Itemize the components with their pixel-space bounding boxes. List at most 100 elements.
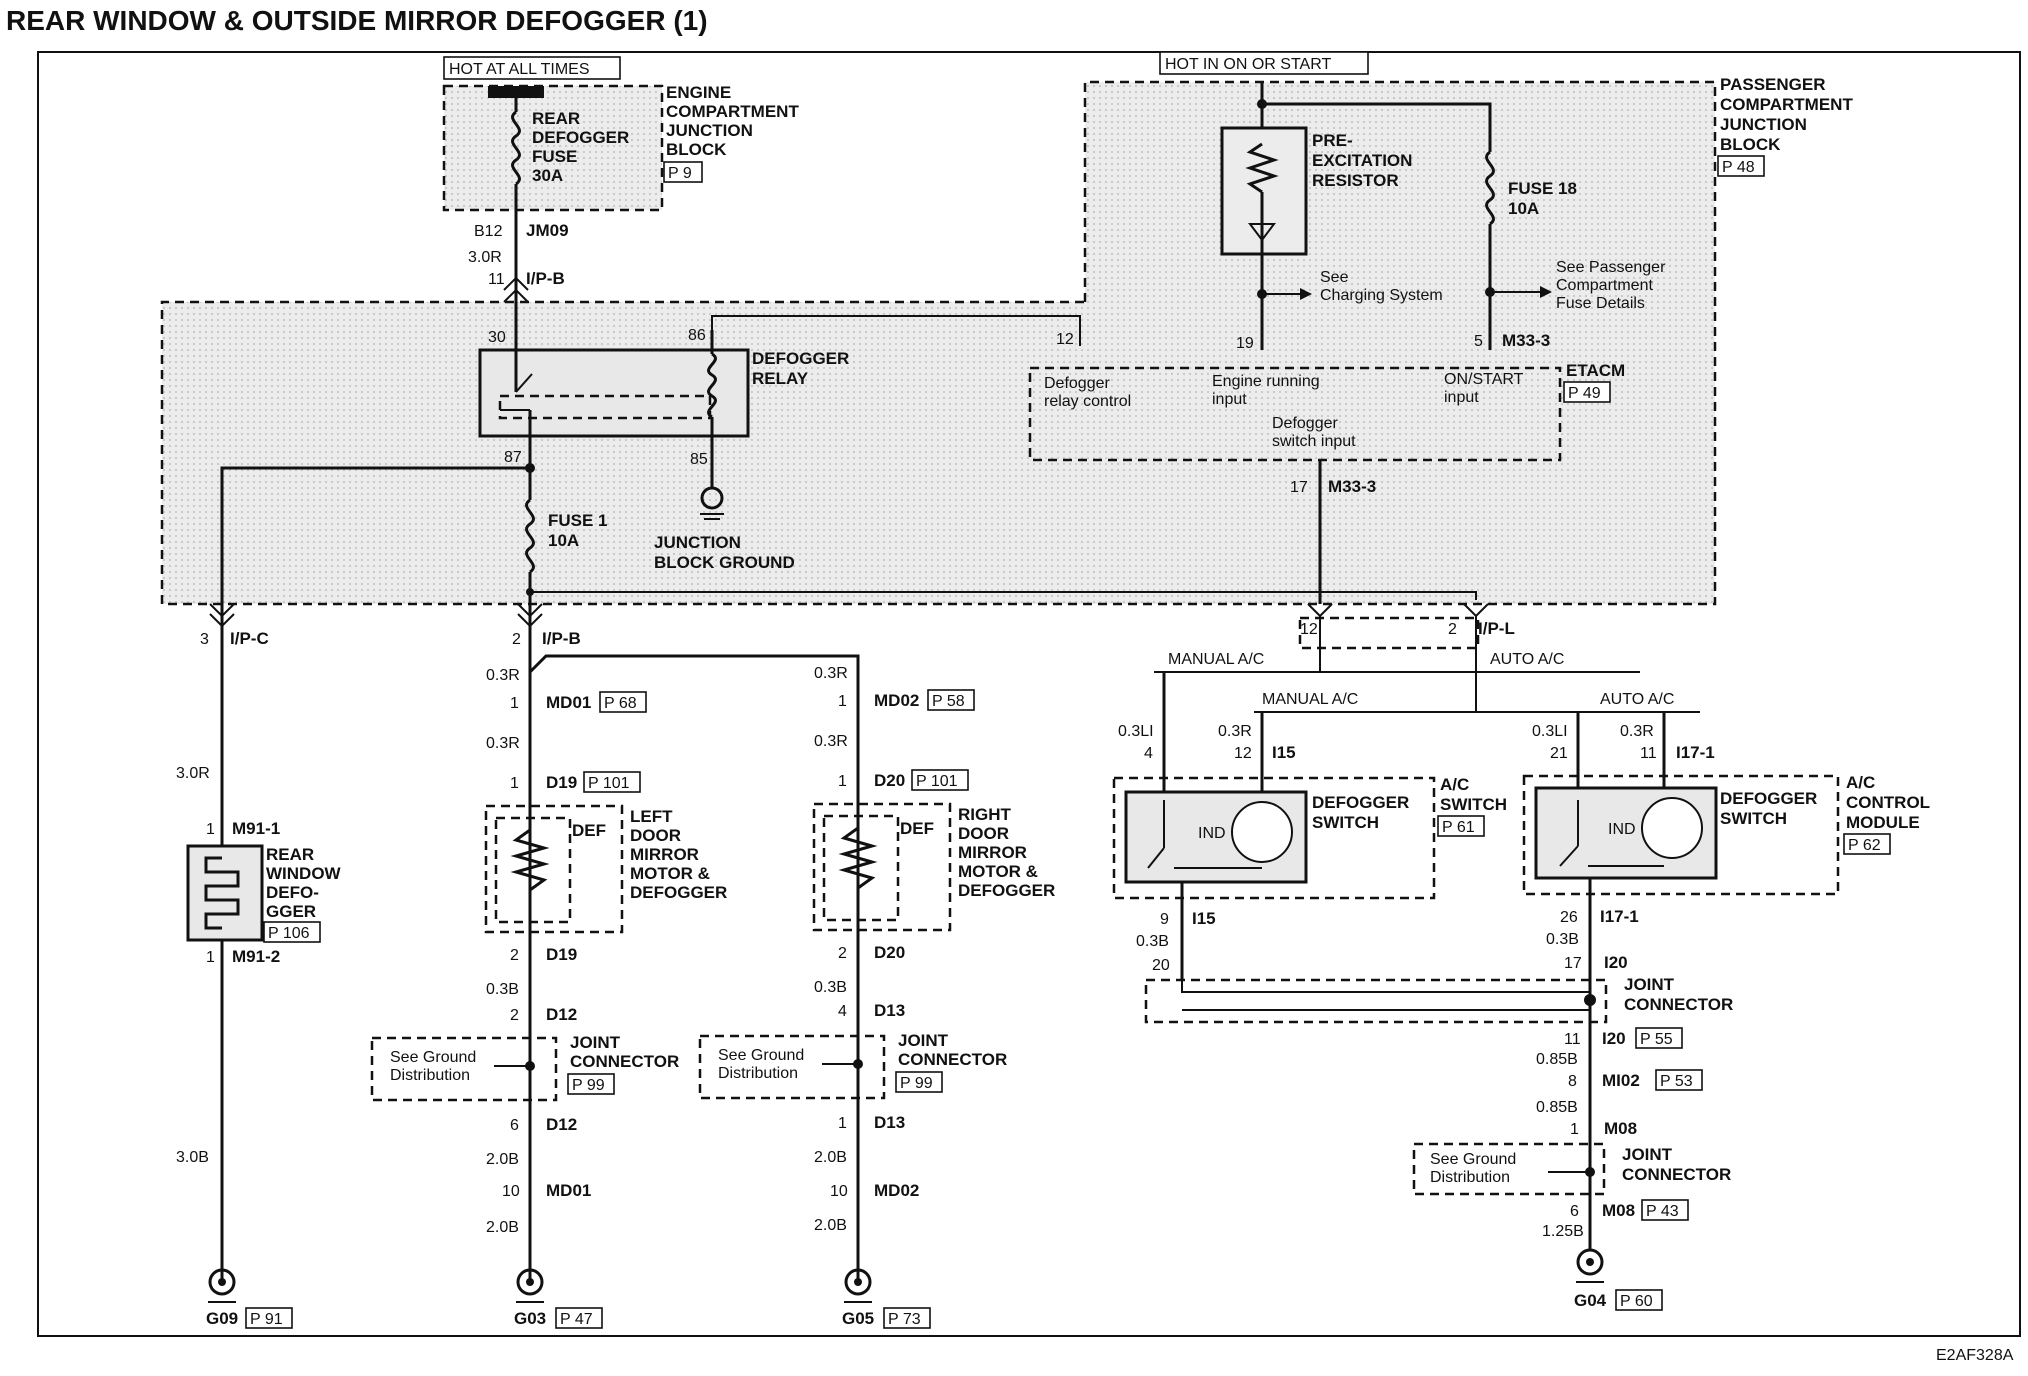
rear-defogger-fuse-label-1: REAR (532, 109, 580, 128)
acm-p11: 11 (1640, 745, 1657, 762)
ja-see-ground-1: See Ground (1430, 1151, 1516, 1168)
left-d-pin: 1 (510, 775, 519, 792)
etacm-input-3-l1: ON/START (1444, 371, 1524, 388)
see-charging-2: Charging System (1320, 287, 1443, 304)
fuse-1-label-1: FUSE 1 (548, 511, 608, 530)
right-w5: 2.0B (814, 1217, 847, 1234)
ja-mi02-page: P 53 (1660, 1073, 1693, 1090)
fuse-18-label-2: 10A (1508, 199, 1539, 218)
ground-g09-icon (208, 1268, 236, 1296)
rear-defogger-fuse-label-3: FUSE (532, 147, 577, 166)
hot-in-on-start-box (1159, 51, 1369, 75)
acs-p20: 20 (1152, 957, 1170, 974)
left-label-3: MIRROR (630, 845, 699, 864)
right-md-page: P 58 (932, 693, 965, 710)
manual-ac-1: MANUAL A/C (1168, 651, 1264, 668)
right-d2: D20 (874, 943, 905, 962)
right-d-page: P 101 (916, 773, 958, 790)
joint-ac-label-1: JOINT (1624, 975, 1675, 994)
acm-sw-1: DEFOGGER (1720, 789, 1817, 808)
fuse-1-icon (525, 498, 535, 574)
acs-p4: 4 (1144, 745, 1153, 762)
left-md: MD01 (546, 693, 591, 712)
ja-p11: 11 (1564, 1031, 1581, 1048)
ja-p8: 8 (1568, 1073, 1577, 1090)
left-jc-label-1: JOINT (570, 1033, 621, 1052)
fuse-18-icon (1485, 150, 1495, 226)
left-label-5: DEFOGGER (630, 883, 727, 902)
ja-w1: 0.85B (1536, 1051, 1578, 1068)
etacm-name: ETACM (1566, 361, 1625, 380)
rear-defogger-label-4: GGER (266, 902, 316, 921)
hot-at-all-times-box (443, 56, 621, 80)
ground-g05-icon (844, 1268, 872, 1296)
ipb-label: I/P-B (542, 629, 581, 648)
acm-conn: I17-1 (1676, 743, 1715, 762)
ground-g04-icon (1576, 1248, 1604, 1276)
page-title: REAR WINDOW & OUTSIDE MIRROR DEFOGGER (1… (6, 5, 708, 36)
rear-defogger-label-2: WINDOW (266, 864, 342, 883)
right-w1: 0.3R (814, 665, 848, 682)
acs-p9: 9 (1160, 911, 1169, 928)
acs-page: P 61 (1442, 819, 1475, 836)
ground-g03-icon (516, 1268, 544, 1296)
ja-w3: 1.25B (1542, 1223, 1584, 1240)
ipl-pin-12: 12 (1300, 621, 1318, 638)
ja-p6: 6 (1570, 1203, 1579, 1220)
relay-label-2: RELAY (752, 369, 809, 388)
rear-window-defogger-grid-icon (204, 856, 240, 930)
acs-sw-2: SWITCH (1312, 813, 1379, 832)
see-charging-1: See (1320, 269, 1349, 286)
right-w4: 2.0B (814, 1149, 847, 1166)
acm-sw-2: SWITCH (1720, 809, 1787, 828)
ac-switch-lamp-icon (1231, 801, 1293, 863)
see-passenger-2: Compartment (1556, 277, 1653, 294)
engine-block-label-2: COMPARTMENT (666, 102, 799, 121)
resistor-label-1: PRE- (1312, 131, 1353, 150)
left-w4: 2.0B (486, 1151, 519, 1168)
ground-g03-page: P 47 (560, 1311, 593, 1328)
etacm-pin-12: 12 (1056, 331, 1074, 348)
etacm-input-1-l2: relay control (1044, 393, 1131, 410)
left-md-page: P 68 (604, 695, 637, 712)
right-jc-label-1: JOINT (898, 1031, 949, 1050)
rear-wire-30b: 3.0B (176, 1149, 209, 1166)
relay-pin-85: 85 (690, 451, 708, 468)
etacm-input-4-l1: Defogger (1272, 415, 1338, 432)
diagram-frame (37, 51, 2021, 1337)
ground-g03-label: G03 (514, 1309, 546, 1328)
rear-defogger-fuse-icon (511, 110, 521, 186)
hot-in-on-start-label: HOT IN ON OR START (1165, 56, 1331, 73)
ja-w2: 0.85B (1536, 1099, 1578, 1116)
junction-block-ground-label-1: JUNCTION (654, 533, 741, 552)
acm-label-1: A/C (1846, 773, 1875, 792)
etacm-pin-19: 19 (1236, 335, 1254, 352)
etacm-input-3-l2: input (1444, 389, 1479, 406)
hot-at-all-times-label: HOT AT ALL TIMES (449, 61, 590, 78)
acm-label-3: MODULE (1846, 813, 1920, 832)
manual-ac-2: MANUAL A/C (1262, 691, 1358, 708)
junction-block-ground-label-2: BLOCK GROUND (654, 553, 795, 572)
left-p2: 2 (510, 947, 519, 964)
etacm-input-2-l2: input (1212, 391, 1247, 408)
left-w1: 0.3R (486, 667, 520, 684)
acs-w2: 0.3R (1218, 723, 1252, 740)
left-md2: MD01 (546, 1181, 591, 1200)
right-p10: 10 (830, 1183, 848, 1200)
right-jc-page: P 99 (900, 1075, 933, 1092)
ja-i20: I20 (1602, 1029, 1626, 1048)
defogger-relay-box (478, 348, 750, 438)
right-see-ground-1: See Ground (718, 1047, 804, 1064)
left-d12b: D12 (546, 1115, 577, 1134)
joint-ac-label-2: CONNECTOR (1624, 995, 1733, 1014)
acs-label-2: SWITCH (1440, 795, 1507, 814)
acm-w1: 0.3LI (1532, 723, 1568, 740)
left-def: DEF (572, 821, 606, 840)
right-p1: 1 (838, 1115, 847, 1132)
acm-w2: 0.3R (1620, 723, 1654, 740)
acs-p12: 12 (1234, 745, 1252, 762)
right-p2: 2 (838, 945, 847, 962)
pin-11: 11 (488, 271, 505, 288)
relay-pin-86: 86 (688, 327, 706, 344)
right-d-pin: 1 (838, 773, 847, 790)
